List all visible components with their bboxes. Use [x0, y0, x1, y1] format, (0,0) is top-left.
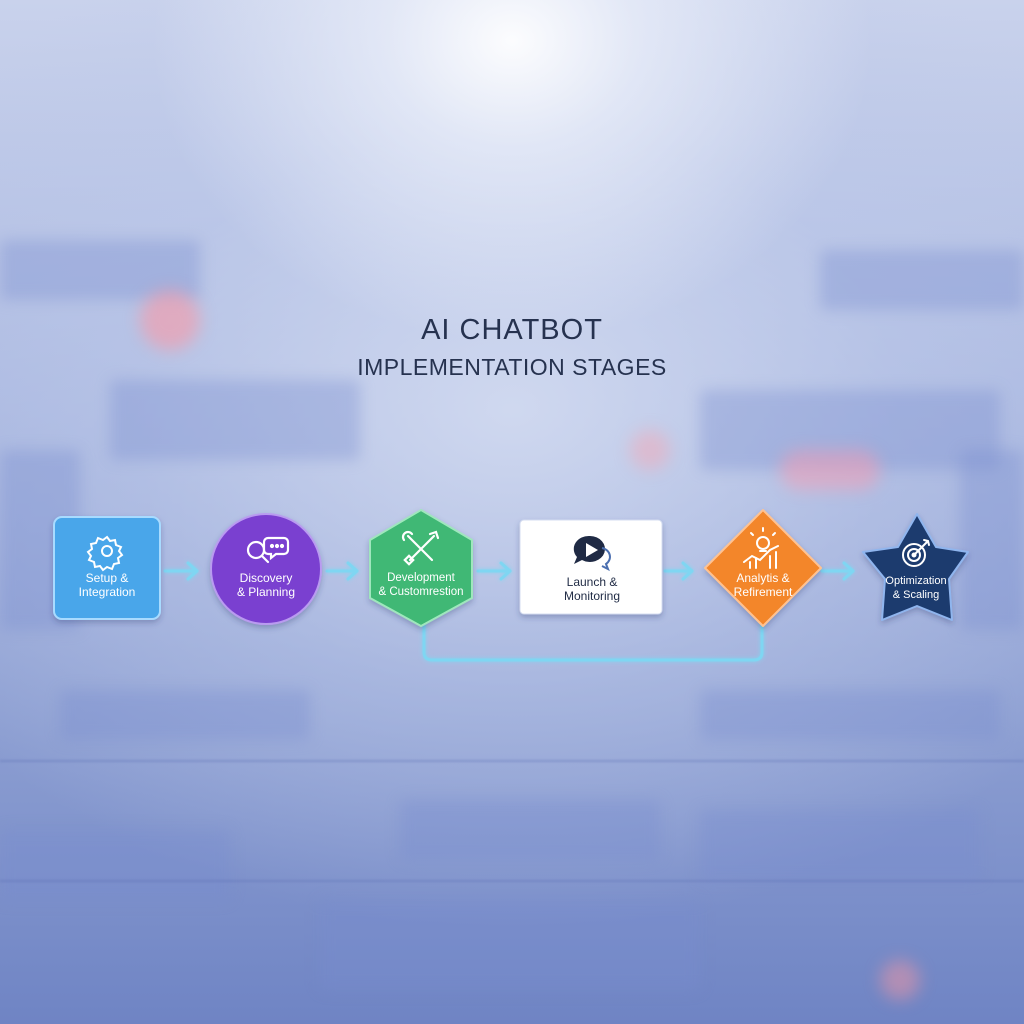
backdrop-glow: [880, 960, 920, 1000]
floor-line: [0, 880, 1024, 882]
backdrop-panel: [700, 390, 1000, 470]
backdrop-panel: [110, 380, 360, 460]
gear-icon: [86, 535, 124, 572]
backdrop-panel: [400, 800, 660, 860]
backdrop-panel: [0, 830, 230, 900]
stage-analysis-refinement: [704, 509, 822, 627]
stage-development-customization: [369, 508, 473, 628]
lightbulb-chart-icon: [743, 527, 779, 569]
connector-arrow-1: [163, 561, 199, 581]
feedback-loop: [422, 618, 764, 662]
backdrop-panel: [820, 250, 1024, 310]
stage-launch-monitoring: [519, 519, 663, 615]
title-block: AI CHATBOT IMPLEMENTATION STAGES: [262, 312, 762, 382]
floor-line: [0, 760, 1024, 762]
stage-label-development-customization: Development & Customrestion: [378, 572, 464, 598]
backdrop-glow: [630, 430, 670, 470]
page-title: AI CHATBOT: [421, 314, 603, 346]
stage-label-optimization-scaling: Optimization & Scaling: [885, 575, 947, 601]
stage-label-discovery-planning: Discovery & Planning: [236, 571, 296, 599]
tools-icon: [401, 530, 440, 566]
backdrop-panel: [320, 900, 700, 990]
backdrop-panel: [960, 450, 1024, 630]
stage-label-launch-monitoring: Launch & Monitoring: [563, 575, 621, 603]
video-chat-icon: [573, 535, 611, 572]
connector-arrow-3: [476, 561, 512, 581]
magnifier-chat-icon: [246, 536, 290, 564]
backdrop-glow: [780, 450, 880, 490]
connector-arrow-2: [325, 561, 359, 581]
stage-optimization-scaling: [862, 513, 969, 621]
stage-label-analysis-refinement: Analytis & Refirement: [733, 571, 793, 599]
connector-arrow-5: [820, 561, 855, 581]
backdrop-panel: [700, 690, 1000, 740]
backdrop-panel: [700, 810, 980, 880]
target-icon: [902, 539, 930, 567]
backdrop-panel: [60, 690, 310, 740]
backdrop-glow: [140, 290, 200, 350]
connectors: [163, 561, 855, 662]
stage-label-setup-integration: Setup & Integration: [78, 571, 136, 599]
page-subtitle: IMPLEMENTATION STAGES: [357, 354, 667, 380]
stage-discovery-planning: [210, 513, 322, 625]
connector-arrow-4: [663, 561, 694, 581]
